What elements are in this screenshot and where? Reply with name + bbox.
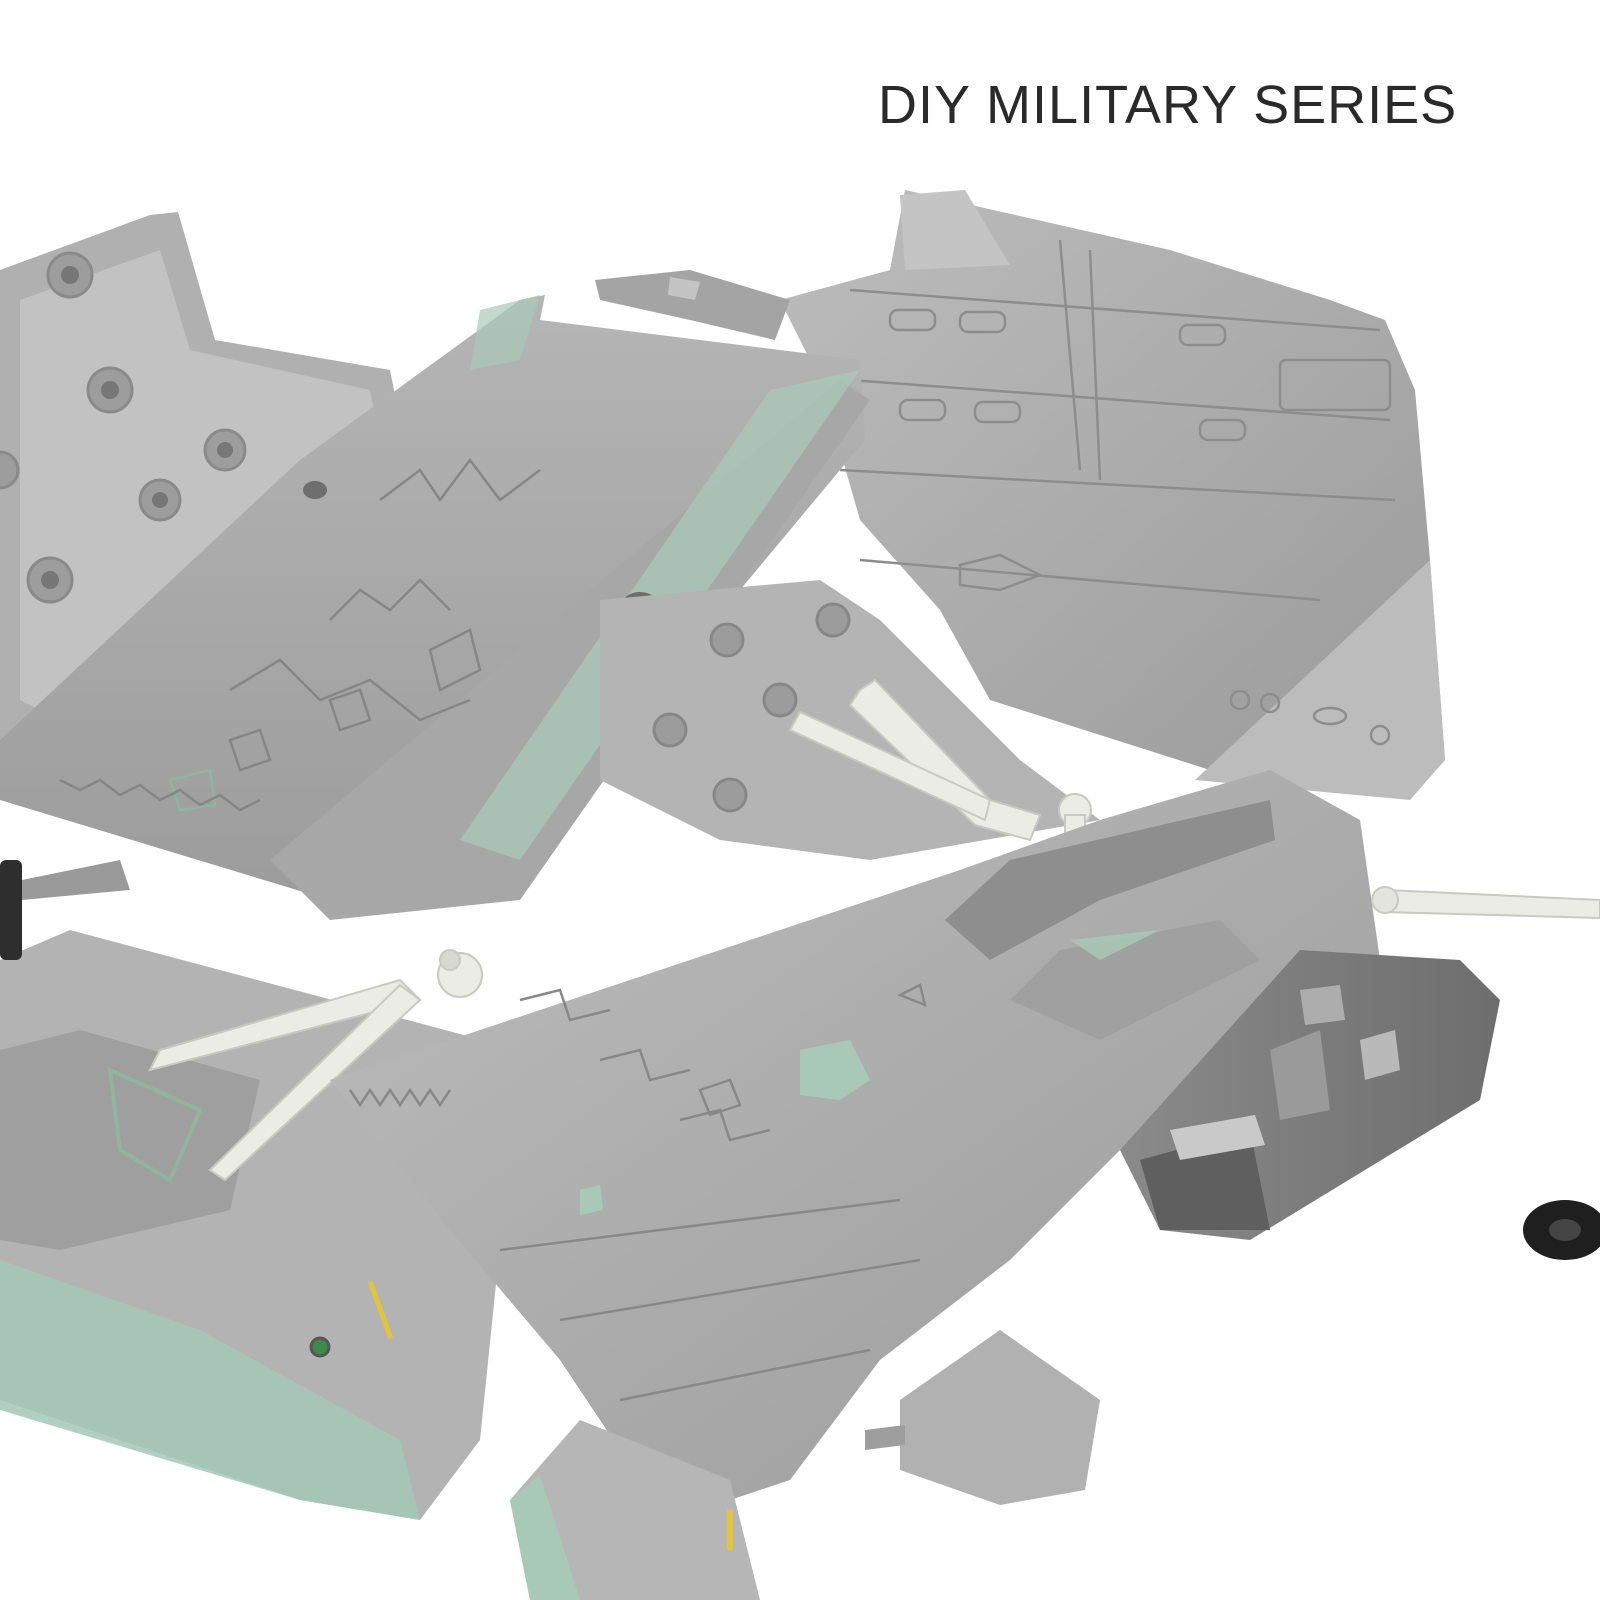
wheel-part: [1523, 1200, 1600, 1260]
landing-gear-strut-top: [788, 678, 1092, 851]
landing-gear-strut-left: [148, 949, 483, 1182]
bottom-wing-tip-part: [510, 1420, 760, 1600]
left-wing-part: [0, 930, 520, 1520]
sprue-rod-part: [1371, 886, 1600, 920]
tail-section-part: [780, 190, 1445, 800]
engine-detail-part: [0, 860, 130, 960]
nose-probe-part: [595, 270, 790, 340]
flap-part: [865, 1330, 1100, 1505]
cockpit-tub-part: [1120, 950, 1500, 1240]
fuselage-half-part: [0, 212, 420, 760]
series-title: DIY MILITARY SERIES: [878, 75, 1458, 135]
forward-fuselage-part: [330, 770, 1380, 1510]
